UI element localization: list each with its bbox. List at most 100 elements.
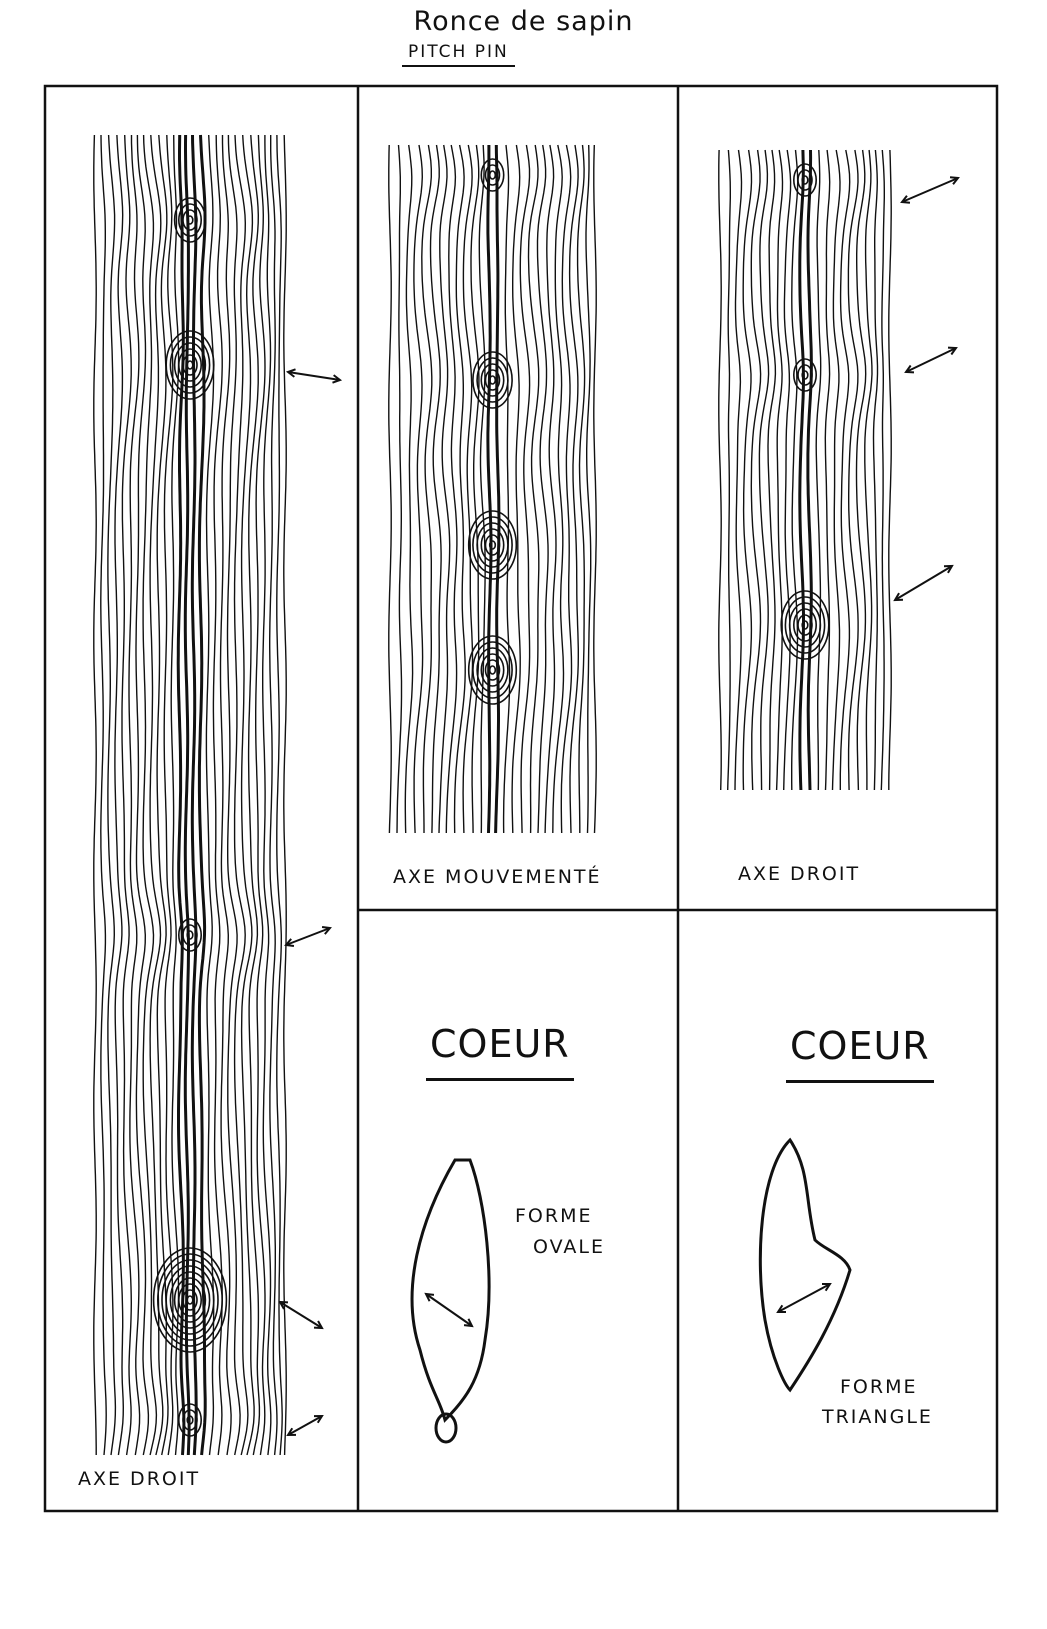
knot-ring xyxy=(780,590,830,660)
knot-ring xyxy=(480,528,505,562)
knot-ring xyxy=(484,164,501,186)
arrowhead xyxy=(900,195,911,204)
knot-ring xyxy=(178,203,203,237)
grain-line xyxy=(847,149,859,791)
knot-ring xyxy=(178,348,203,382)
knot-ring xyxy=(467,510,518,580)
grain-line xyxy=(888,149,892,790)
grain-line xyxy=(100,134,107,1456)
double-arrow-icon xyxy=(287,371,341,381)
heading-coeur-triangle: COEUR xyxy=(786,1024,934,1083)
grain-line xyxy=(585,144,592,834)
arrowhead xyxy=(424,1292,435,1302)
arrowhead xyxy=(947,346,958,356)
arrowhead xyxy=(943,564,954,574)
grain-line xyxy=(552,144,565,834)
grain-line xyxy=(519,144,531,834)
grain-line xyxy=(176,134,186,1456)
double-arrow-icon xyxy=(279,1301,323,1329)
grain-line xyxy=(149,134,164,1456)
grain-line xyxy=(815,149,822,791)
knot-ring xyxy=(165,1265,215,1335)
panel-grid xyxy=(43,84,999,1513)
knot-ring xyxy=(472,641,513,699)
knot-ring xyxy=(476,357,509,403)
knot-ring xyxy=(186,215,194,225)
knot-ring xyxy=(488,665,497,675)
grain-line xyxy=(864,149,873,790)
knot-ring xyxy=(792,608,817,642)
label-triangle: TRIANGLE xyxy=(822,1406,933,1428)
knot-ring xyxy=(161,1259,219,1341)
grain-line xyxy=(438,144,451,834)
knot-ring xyxy=(169,1271,211,1329)
arrowhead xyxy=(821,1282,832,1292)
knot-ring xyxy=(182,1409,198,1431)
grain-line xyxy=(128,135,141,1456)
knot-ring xyxy=(186,360,194,370)
grain-line xyxy=(233,134,249,1456)
knot-ring xyxy=(178,918,203,952)
knot-ring xyxy=(467,635,518,705)
knot-ring xyxy=(165,330,215,400)
label-forme: FORME xyxy=(840,1376,918,1398)
grain-line xyxy=(536,144,549,834)
grain-line xyxy=(462,144,474,834)
knot-ring xyxy=(178,1283,203,1317)
grain-line xyxy=(855,149,867,791)
grain-line xyxy=(212,134,223,1456)
wood-grain-straight-axis-right xyxy=(718,149,892,791)
knot-ring xyxy=(792,163,817,197)
grain-line xyxy=(593,144,597,834)
knot-ring xyxy=(801,370,809,380)
grain-line xyxy=(502,144,511,834)
knot-ring xyxy=(186,1415,194,1425)
arrowhead xyxy=(284,938,295,948)
grain-line xyxy=(413,144,424,834)
double-arrow-icon xyxy=(285,927,331,946)
knot-ring xyxy=(157,1253,224,1347)
arrowhead xyxy=(893,592,904,602)
knot-ring xyxy=(173,197,207,243)
grain-line xyxy=(775,149,784,791)
grain-line xyxy=(758,149,770,791)
grain-line xyxy=(247,134,261,1456)
knot-ring xyxy=(784,596,826,654)
grain-line xyxy=(568,144,579,834)
arrowhead xyxy=(313,1414,324,1424)
knot-ring xyxy=(792,358,817,392)
grain-line xyxy=(494,144,501,834)
grain-line xyxy=(560,144,573,834)
grain-line xyxy=(544,144,557,834)
arrowhead xyxy=(286,1427,297,1437)
knot-ring xyxy=(182,1289,198,1311)
knot-ring xyxy=(178,1403,203,1437)
knot-ring xyxy=(488,170,497,180)
arrowhead xyxy=(278,1300,289,1310)
double-arrow-icon xyxy=(287,1415,323,1436)
grain-line xyxy=(269,135,278,1456)
knot-ring xyxy=(152,1247,228,1353)
grain-line xyxy=(156,134,169,1456)
double-arrow-icon xyxy=(901,177,959,203)
knot-ring xyxy=(182,924,198,946)
grain-line xyxy=(872,149,879,791)
grain-line xyxy=(576,144,586,833)
grain-line xyxy=(727,149,731,791)
grain-line xyxy=(219,135,232,1456)
grain-line xyxy=(831,149,841,791)
grain-line xyxy=(486,145,493,834)
grain-line xyxy=(190,134,198,1456)
grain-line xyxy=(240,134,255,1456)
arrowhead xyxy=(321,925,332,935)
grain-line xyxy=(388,144,392,834)
grain-line xyxy=(511,144,521,834)
grain-line xyxy=(824,149,831,791)
knot-ring xyxy=(801,175,809,185)
knot-ring xyxy=(488,540,497,550)
page-subtitle: PITCH PIN xyxy=(402,42,515,67)
grain-line xyxy=(107,134,117,1456)
knot-ring xyxy=(186,930,194,940)
grain-line xyxy=(262,135,272,1456)
knot-ring xyxy=(480,653,505,687)
